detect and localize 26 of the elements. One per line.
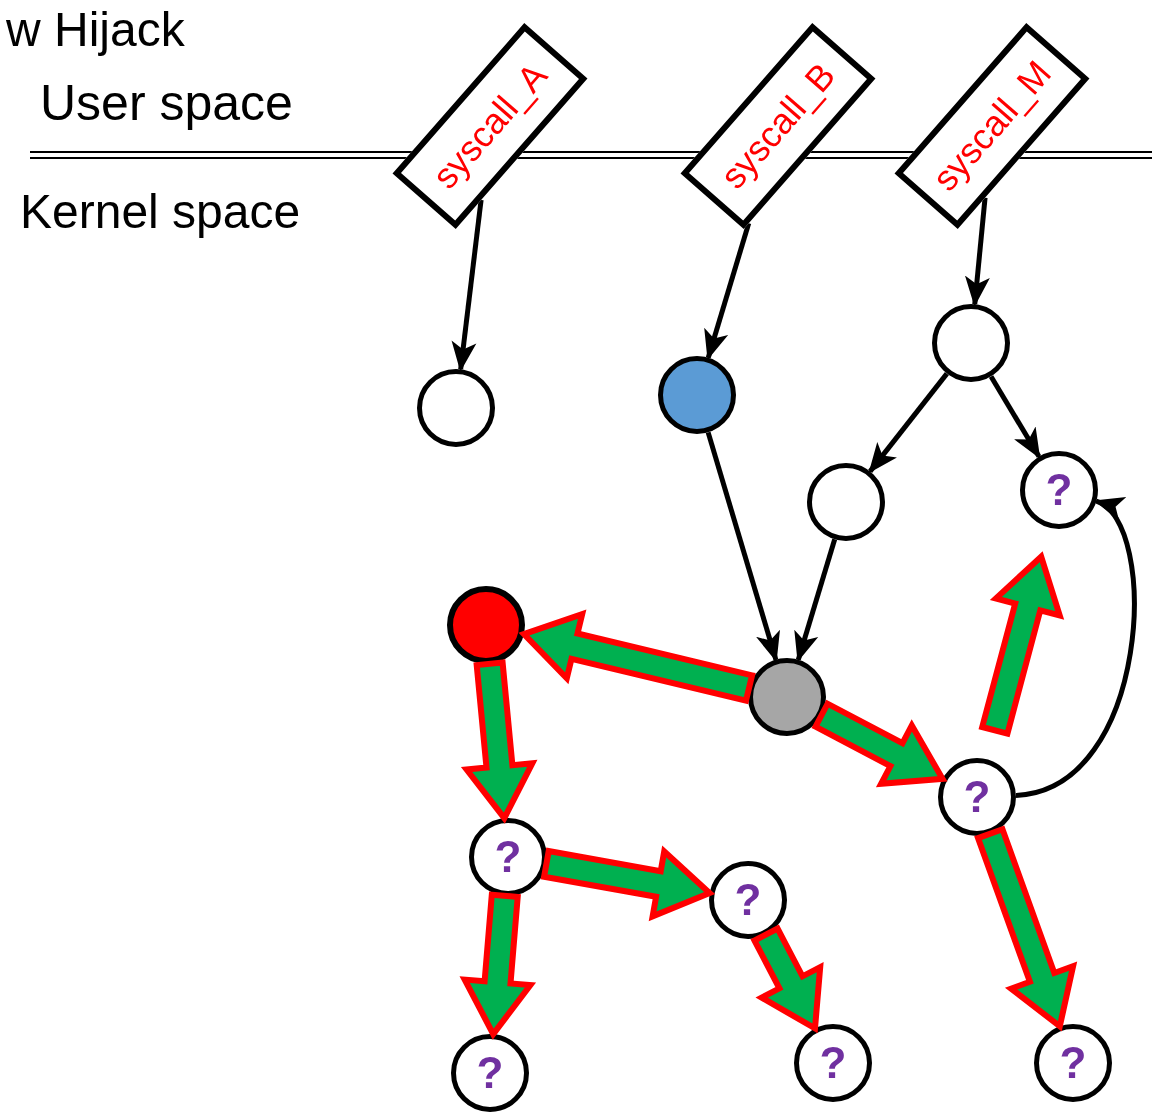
question-mark: ? (494, 835, 522, 879)
block-arrow (978, 551, 1065, 738)
question-mark: ? (819, 1041, 847, 1085)
arrow (705, 431, 780, 662)
circle-node (748, 658, 826, 736)
block-arrow (974, 825, 1078, 1032)
arrow (988, 375, 1042, 459)
block-arrow (459, 891, 537, 1040)
block-arrow (540, 845, 716, 922)
space-label: User space (40, 74, 293, 132)
question-mark: ? (476, 1051, 504, 1095)
block-arrow (750, 924, 824, 1034)
block-arrow (811, 699, 948, 788)
arrow (1015, 499, 1137, 798)
title: w Hijack (6, 4, 185, 57)
space-label: Kernel space (20, 184, 301, 239)
question-mark: ? (734, 878, 762, 922)
arrow (794, 538, 838, 663)
question-mark: ? (1059, 1041, 1087, 1085)
arrow (451, 199, 484, 372)
arrow (868, 372, 949, 474)
question-mark: ? (1045, 468, 1073, 512)
arrow (704, 222, 752, 361)
block-arrow (460, 659, 538, 824)
block-arrow (518, 609, 756, 705)
question-mark: ? (963, 775, 991, 819)
